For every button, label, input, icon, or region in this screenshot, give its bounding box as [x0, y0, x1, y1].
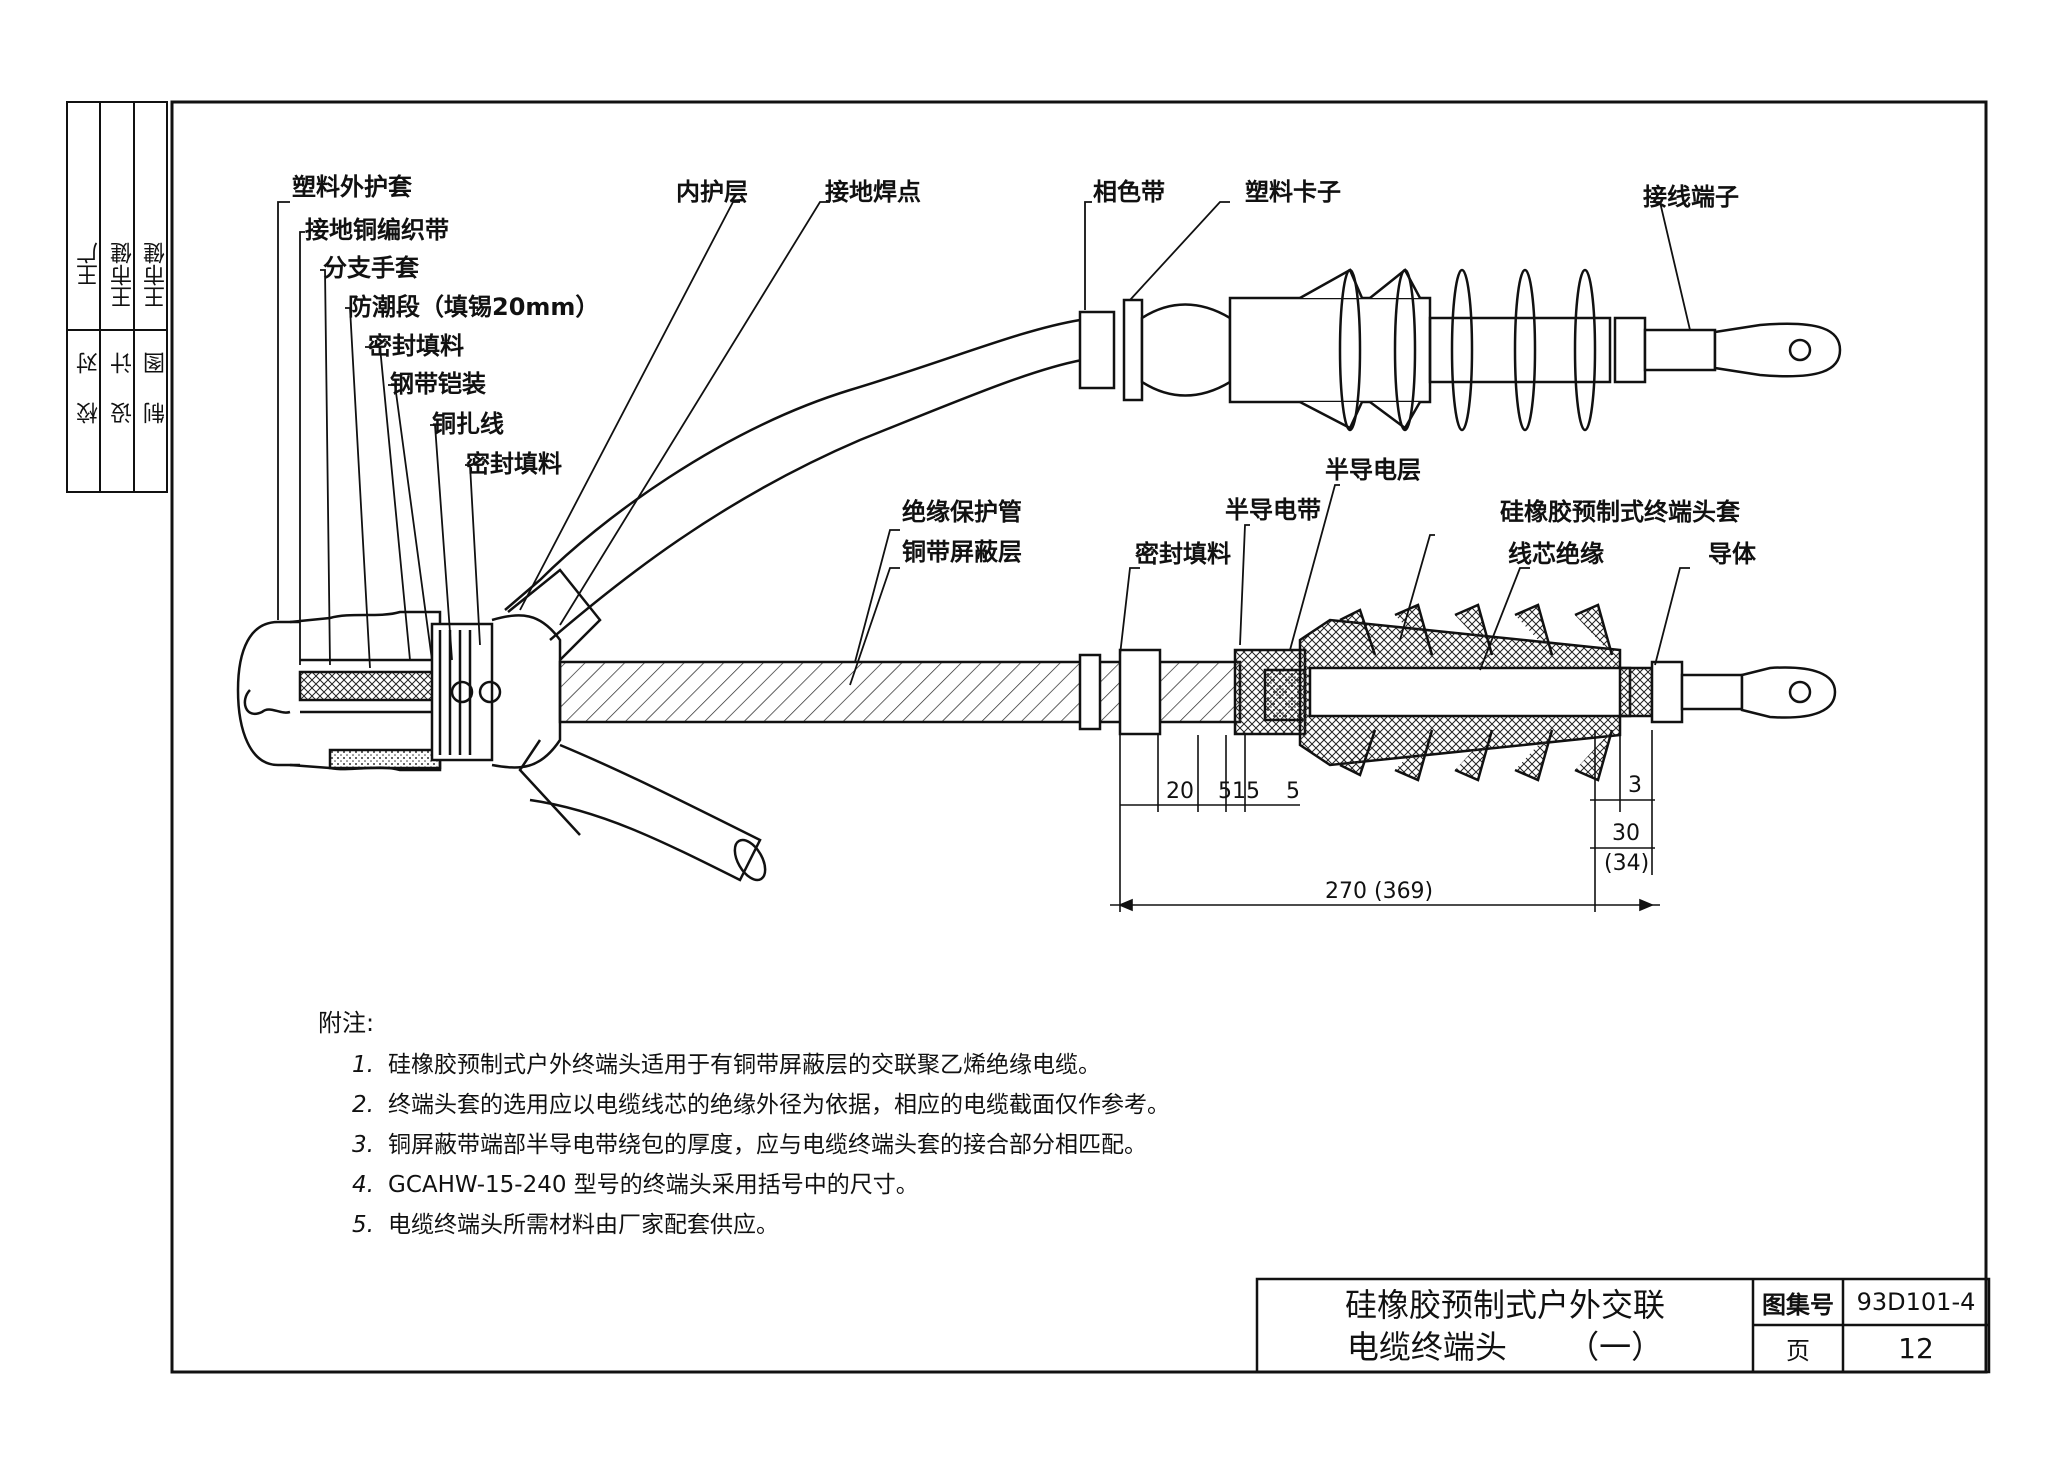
role-check-b: 对 — [77, 352, 102, 374]
dim-20: 20 — [1166, 779, 1194, 804]
label-sealant-3: 密封填料 — [1135, 540, 1231, 568]
label-terminal-lug: 接线端子 — [1643, 183, 1739, 211]
label-branch-glove: 分支手套 — [323, 254, 420, 282]
dimension-lines — [1110, 730, 1660, 912]
note-number: 1. — [352, 1052, 374, 1078]
title-suffix: （一） — [1567, 1327, 1664, 1366]
role-draw-b: 图 — [144, 352, 169, 374]
lower-terminal-section — [558, 603, 1837, 782]
note-item: 2. 终端头套的选用应以电缆线芯的绝缘外径为依据，相应的电缆截面仅作参考。 — [318, 1085, 1318, 1125]
label-semicon-tape: 半导电带 — [1225, 496, 1321, 524]
label-inner-sheath: 内护层 — [676, 178, 748, 206]
note-number: 4. — [352, 1172, 374, 1198]
title-line-2-text: 电缆终端头 — [1346, 1327, 1507, 1366]
label-sealant-2: 密封填料 — [466, 450, 562, 478]
label-core-insulation: 线芯绝缘 — [1508, 540, 1604, 568]
note-text: 终端头套的选用应以电缆线芯的绝缘外径为依据，相应的电缆截面仅作参考。 — [388, 1092, 1170, 1118]
dim-3: 3 — [1628, 773, 1642, 798]
role-draw: 制 — [144, 402, 169, 424]
note-number: 5. — [352, 1212, 374, 1238]
name-checker: 王广 — [77, 242, 102, 286]
note-number: 3. — [352, 1132, 374, 1158]
note-text: 铜屏蔽带端部半导电带绕包的厚度，应与电缆终端头套的接合部分相匹配。 — [388, 1132, 1147, 1158]
drawing-frame — [170, 100, 1988, 1374]
main-cable — [236, 610, 442, 772]
dim-15: 15 — [1232, 779, 1260, 804]
side-approval-lines — [66, 101, 168, 493]
dim-34: (34) — [1604, 851, 1649, 876]
label-insulating-tube: 绝缘保护管 — [902, 498, 1022, 526]
drawing-title: 硅橡胶预制式户外交联 电缆终端头 （一） — [1257, 1279, 1753, 1372]
note-item: 3. 铜屏蔽带端部半导电带绕包的厚度，应与电缆终端头套的接合部分相匹配。 — [318, 1125, 1318, 1165]
note-number: 2. — [352, 1092, 374, 1118]
dim-30: 30 — [1612, 821, 1640, 846]
label-conductor: 导体 — [1708, 540, 1757, 568]
label-ground-solder: 接地焊点 — [825, 178, 921, 206]
notes-section: 附注: 1. 硅橡胶预制式户外终端头适用于有铜带屏蔽层的交联聚乙烯绝缘电缆。 2… — [318, 1003, 1318, 1245]
note-item: 4. GCAHW-15-240 型号的终端头采用括号中的尺寸。 — [318, 1165, 1318, 1205]
dim-270: 270 (369) — [1325, 879, 1433, 904]
notes-heading: 附注: — [318, 1009, 375, 1037]
atlas-value: 93D101-4 — [1856, 1288, 1976, 1316]
label-moisture-section: 防潮段（填锡20mm） — [348, 293, 599, 321]
role-design-b: 计 — [111, 352, 136, 374]
upper-terminal — [1078, 268, 1842, 432]
title-block: 硅橡胶预制式户外交联 电缆终端头 （一） 图集号 93D101-4 页 12 — [1257, 1279, 1989, 1372]
page-value: 12 — [1898, 1332, 1934, 1365]
leader-lines — [277, 201, 1691, 686]
label-steel-armor: 钢带铠装 — [390, 370, 486, 398]
name-drafter: 王市健 — [144, 242, 169, 308]
side-approval-box: 校 设 制 对 计 图 王广 王市健 王市健 — [67, 102, 169, 492]
note-item: 5. 电缆终端头所需材料由厂家配套供应。 — [318, 1205, 1318, 1245]
branch-glove — [430, 318, 1083, 882]
title-block-lines — [1255, 1277, 1991, 1374]
page-label: 页 — [1786, 1337, 1810, 1365]
label-plastic-clip: 塑料卡子 — [1245, 178, 1341, 206]
label-phase-band: 相色带 — [1093, 178, 1165, 206]
label-ground-braid: 接地铜编织带 — [305, 216, 449, 244]
label-silicone-sleeve: 硅橡胶预制式终端头套 — [1500, 498, 1741, 526]
note-item: 1. 硅橡胶预制式户外终端头适用于有铜带屏蔽层的交联聚乙烯绝缘电缆。 — [318, 1045, 1318, 1085]
label-sealant-1: 密封填料 — [368, 332, 464, 360]
atlas-label: 图集号 — [1762, 1290, 1834, 1319]
dim-5b: 5 — [1286, 779, 1300, 804]
title-line-2: 电缆终端头 （一） — [1347, 1326, 1663, 1368]
label-semicon-layer: 半导电层 — [1325, 456, 1421, 484]
role-check: 校 — [77, 402, 102, 424]
label-outer-sheath: 塑料外护套 — [292, 173, 413, 201]
name-designer: 王市健 — [111, 242, 136, 308]
role-design: 设 — [111, 402, 136, 424]
note-text: GCAHW-15-240 型号的终端头采用括号中的尺寸。 — [388, 1172, 919, 1198]
note-text: 硅橡胶预制式户外终端头适用于有铜带屏蔽层的交联聚乙烯绝缘电缆。 — [388, 1052, 1101, 1078]
label-copper-tie: 铜扎线 — [432, 410, 504, 438]
title-line-1: 硅橡胶预制式户外交联 — [1344, 1285, 1665, 1324]
note-text: 电缆终端头所需材料由厂家配套供应。 — [388, 1212, 779, 1238]
dim-5a: 5 — [1218, 779, 1232, 804]
label-copper-shield: 铜带屏蔽层 — [902, 538, 1022, 566]
